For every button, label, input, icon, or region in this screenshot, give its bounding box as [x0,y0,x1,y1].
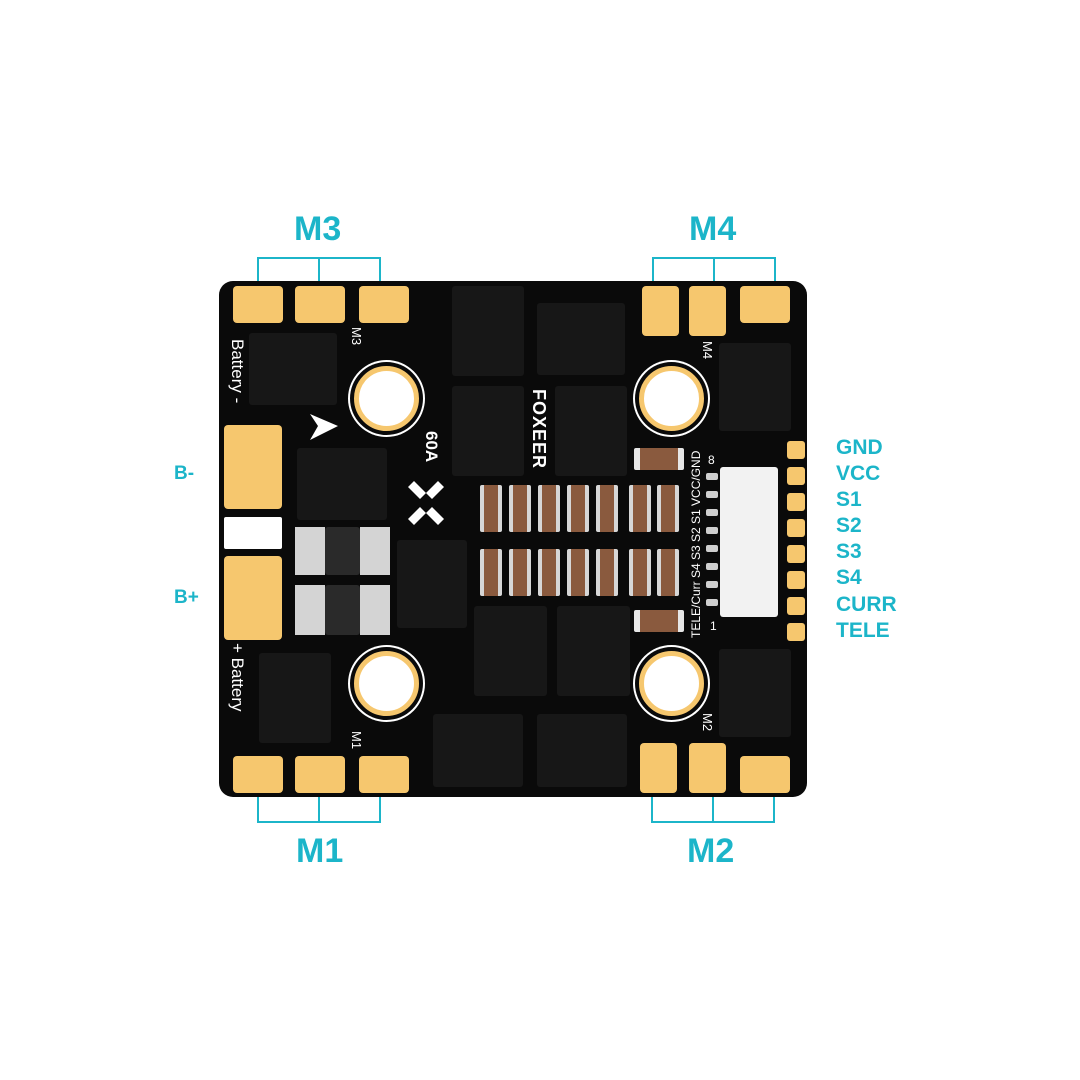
capacitor [634,448,684,470]
m3-pad[interactable] [233,286,283,323]
m4-label: M4 [689,210,737,248]
m1-pad[interactable] [233,756,283,793]
battery-negative-pad[interactable] [224,425,282,509]
mosfet-chip [433,714,523,787]
capacitor [538,485,560,532]
m2-pad[interactable] [740,756,790,793]
silk-m1: M1 [349,731,364,750]
capacitor [509,549,531,596]
signal-edge-pad[interactable] [787,493,805,511]
mosfet-chip [557,606,630,696]
pin-label: S1 [836,488,862,511]
capacitor [480,485,502,532]
mosfet-chip [297,448,387,520]
capacitor [509,485,531,532]
signal-edge-pad[interactable] [787,545,805,563]
capacitor [567,485,589,532]
silk-brand: FOXEER [529,389,549,470]
b-plus-label: B+ [174,587,199,608]
silk-m2: M2 [700,713,715,732]
capacitor [596,485,618,532]
pin-label: S2 [836,514,862,537]
capacitor [629,549,651,596]
m1-pad[interactable] [359,756,409,793]
mosfet-chip [259,653,331,743]
capacitor [596,549,618,596]
mosfet-chip [249,333,337,405]
m4-pad[interactable] [642,286,679,336]
m3-label: M3 [294,210,342,248]
mounting-hole [639,651,704,716]
m1-pad[interactable] [295,756,345,793]
shunt-core [325,527,360,575]
mounting-hole [354,366,419,431]
signal-edge-pad[interactable] [787,597,805,615]
pin-label: GND [836,436,883,459]
mounting-hole [639,366,704,431]
capacitor [657,549,679,596]
mosfet-chip [555,386,627,476]
battery-positive-pad[interactable] [224,556,282,640]
b-minus-label: B- [174,463,195,484]
capacitor [634,610,684,632]
capacitor [480,549,502,596]
silk-connector-pins: TELE/Curr S4 S3 S2 S1 VCC/GND [689,450,703,638]
pin-label: S4 [836,566,862,589]
arrow-icon [310,414,338,440]
m2-pad[interactable] [689,743,726,793]
mosfet-chip [452,386,524,476]
mosfet-chip [537,303,625,375]
mosfet-chip [719,649,791,737]
mosfet-chip [452,286,524,376]
m3-pad[interactable] [359,286,409,323]
silk-m3: M3 [349,327,364,346]
esc-board: Battery - + Battery M3 M4 M1 M2 60A FOXE… [219,281,807,797]
m3-pad[interactable] [295,286,345,323]
shunt-resistor [295,527,325,575]
mosfet-chip [397,540,467,628]
m4-pad[interactable] [689,286,726,336]
signal-edge-pad[interactable] [787,467,805,485]
pin-label: CURR [836,593,897,616]
signal-edge-pad[interactable] [787,571,805,589]
signal-edge-pad[interactable] [787,519,805,537]
capacitor [567,549,589,596]
mosfet-chip [537,714,627,787]
m4-pad[interactable] [740,286,790,323]
m1-label: M1 [296,832,344,870]
m2-label: M2 [687,832,735,870]
mounting-hole [354,651,419,716]
foxeer-logo-icon [408,481,444,525]
silk-m4: M4 [700,341,715,360]
silk-battery-minus: Battery - [228,339,247,404]
pin-label: TELE [836,619,890,642]
connector-pins [706,473,718,606]
m2-pad[interactable] [640,743,677,793]
signal-edge-pad[interactable] [787,441,805,459]
shunt-resistor [360,585,390,635]
capacitor [657,485,679,532]
capacitor [629,485,651,532]
silk-battery-plus: + Battery [228,643,247,712]
signal-edge-pad[interactable] [787,623,805,641]
shunt-resistor [360,527,390,575]
pin-label: S3 [836,540,862,563]
shunt-core [325,585,360,635]
mosfet-chip [719,343,791,431]
silk-rating: 60A [422,431,441,463]
mosfet-chip [474,606,547,696]
pin-label: VCC [836,462,881,485]
battery-gap [224,517,282,549]
silk-pin-first: 1 [710,619,717,633]
silk-pin-last: 8 [708,453,715,467]
signal-connector[interactable] [720,467,778,617]
shunt-resistor [295,585,325,635]
capacitor [538,549,560,596]
